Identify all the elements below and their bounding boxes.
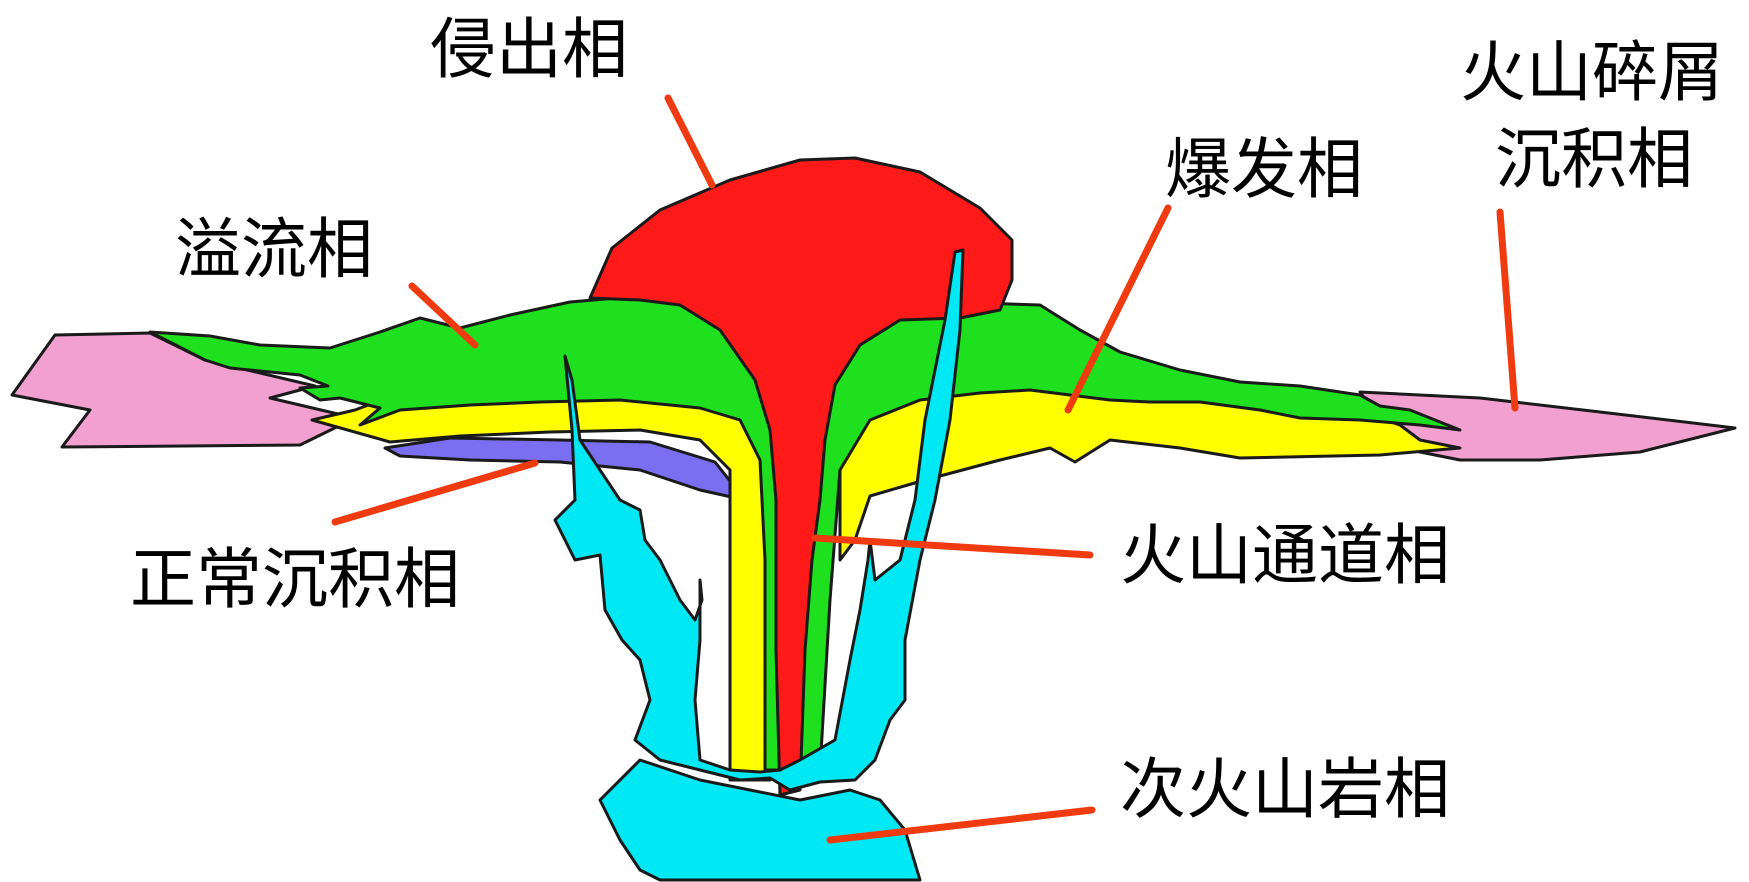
arrow-extrusive — [668, 98, 712, 185]
label-explosive-facies: 爆发相 — [1165, 131, 1363, 208]
label-conduit-facies: 火山通道相 — [1120, 517, 1450, 594]
label-pyroclastic-line2: 沉积相 — [1495, 121, 1693, 198]
arrow-conduit — [815, 538, 1090, 555]
label-normal-sedimentary-facies: 正常沉积相 — [130, 541, 460, 618]
label-subvolcanic-facies: 次火山岩相 — [1120, 751, 1450, 828]
arrow-pyroclastic — [1500, 212, 1515, 408]
arrow-normal-sedimentary — [335, 463, 535, 522]
label-extrusive-facies: 侵出相 — [430, 11, 628, 88]
label-effusive-facies: 溢流相 — [175, 211, 373, 288]
label-pyroclastic-line1: 火山碎屑 — [1460, 34, 1724, 111]
